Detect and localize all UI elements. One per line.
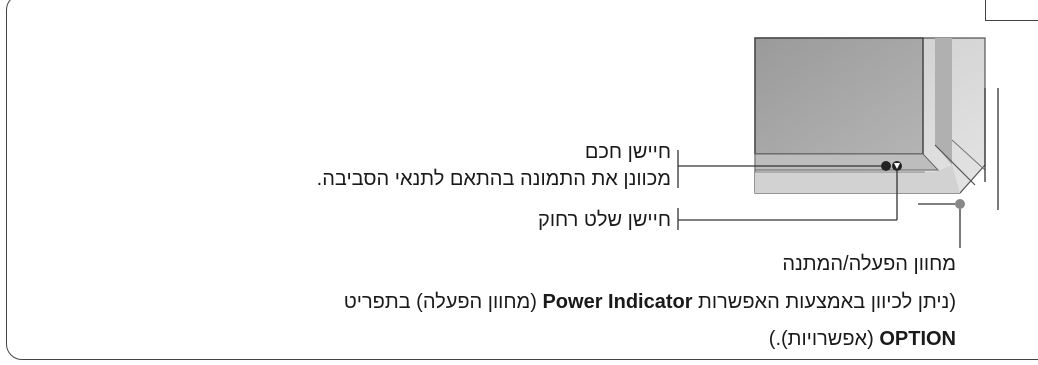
tv-screen <box>754 37 940 171</box>
note-text-1: (ניתן לכיוון באמצעות האפשרות <box>692 291 956 313</box>
option-menu-name: OPTION <box>879 328 956 350</box>
sensor-dots <box>881 161 902 171</box>
smart-sensor-title: חיישן חכם <box>584 141 671 163</box>
page-corner-tab <box>985 0 1038 21</box>
note-text-2: (מחוון הפעלה) בתפריט <box>343 291 543 313</box>
power-indicator-option-name: Power Indicator <box>542 291 693 313</box>
callout-lines <box>677 88 999 248</box>
remote-sensor-label: חיישן שלט רחוק <box>538 209 671 231</box>
power-indicator-label: מחוון הפעלה/המתנה <box>782 253 956 275</box>
smart-sensor-description: מכוונן את התמונה בהתאם לתנאי הסביבה. <box>316 168 671 190</box>
power-indicator-dot <box>955 199 965 209</box>
power-indicator-note-line2: OPTION (אפשרויות).) <box>769 327 956 351</box>
power-indicator-note-line1: (ניתן לכיוון באמצעות האפשרות Power Indic… <box>344 290 956 314</box>
page-frame <box>6 0 1038 360</box>
note-text-3: (אפשרויות).) <box>768 328 880 350</box>
